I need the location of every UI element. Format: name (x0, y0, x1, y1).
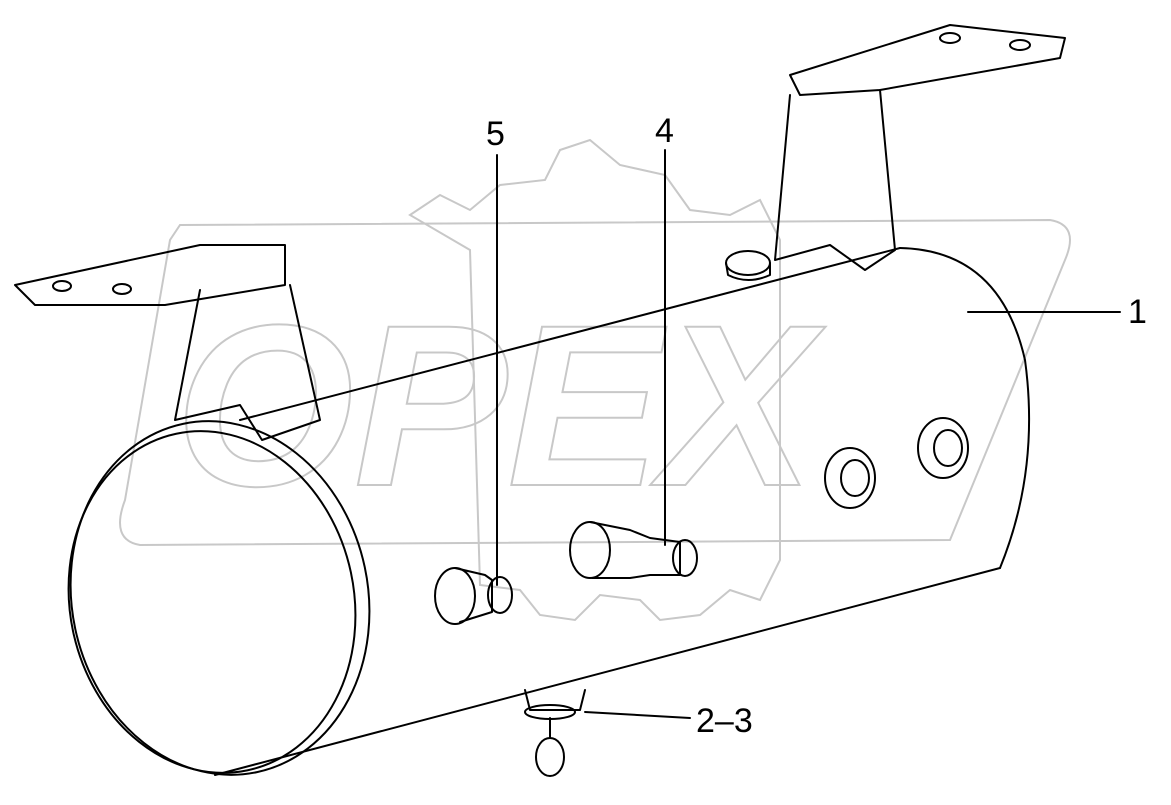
fitting-5 (434, 567, 513, 625)
drain-valve (524, 689, 586, 777)
callout-1: 1 (1128, 293, 1147, 331)
watermark-text: OPEX (175, 277, 826, 534)
callout-4: 4 (655, 112, 674, 150)
watermark-logo: OPEX (119, 138, 1071, 622)
bracket-left (14, 244, 321, 441)
tank (67, 247, 1031, 776)
leader-lines (496, 149, 1121, 719)
bracket-right (774, 24, 1066, 271)
callout-2-3: 2–3 (696, 702, 753, 740)
callout-5: 5 (486, 115, 505, 153)
side-bosses (824, 417, 969, 509)
fitting-4 (569, 521, 698, 579)
